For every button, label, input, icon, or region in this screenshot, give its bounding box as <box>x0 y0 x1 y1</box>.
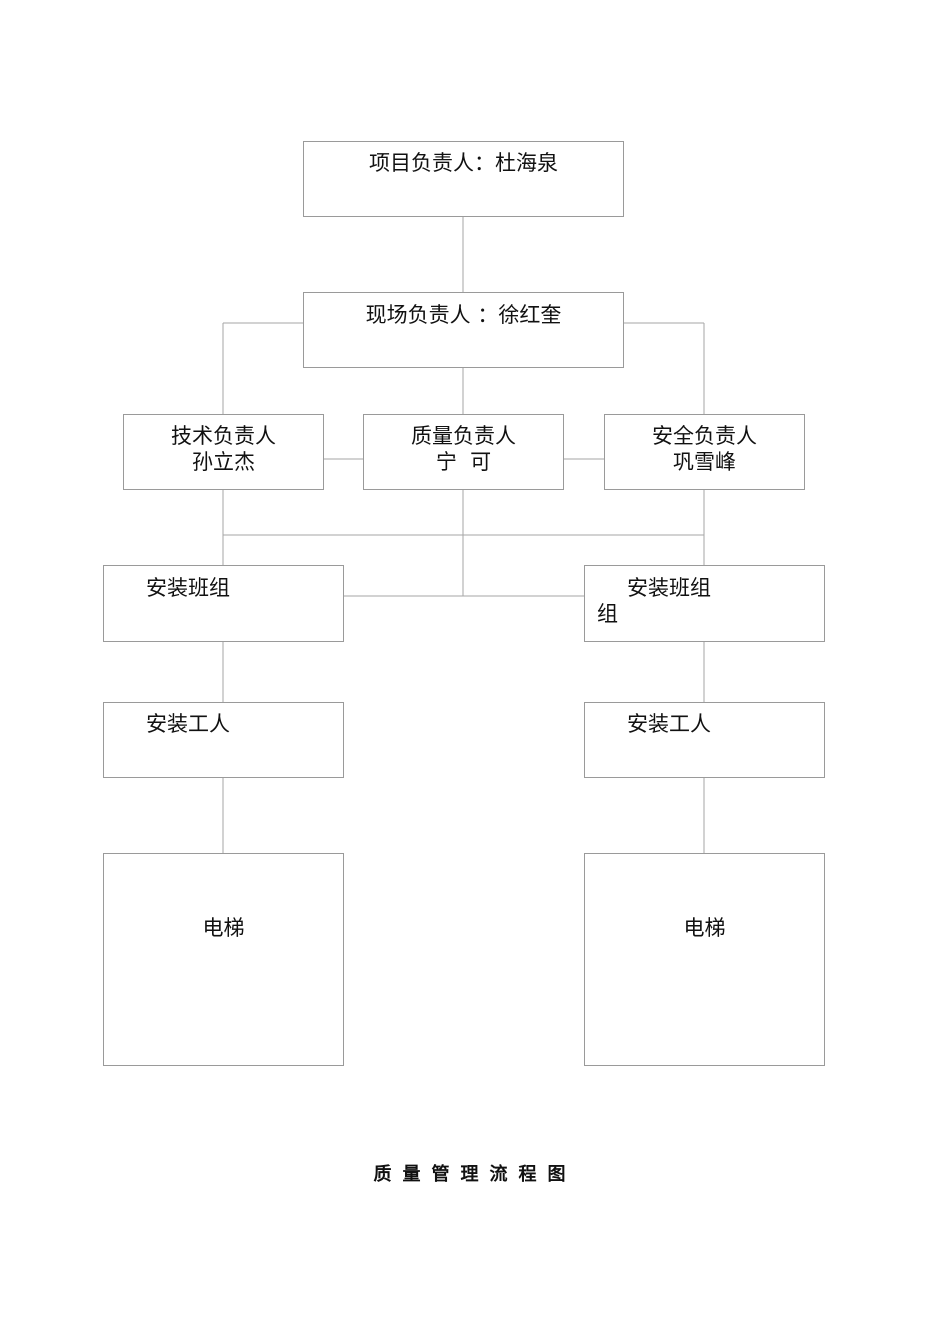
tech-lead-box: 技术负责人 孙立杰 <box>123 414 324 490</box>
quality-lead-name: 宁 可 <box>435 450 492 474</box>
install-team-left-box: 安装班组 <box>103 565 344 642</box>
safety-lead-name: 巩雪峰 <box>673 450 736 474</box>
installer-left-box: 安装工人 <box>103 702 344 778</box>
quality-lead-box: 质量负责人 宁 可 <box>363 414 564 490</box>
elevator-left-label: 电梯 <box>202 916 245 940</box>
installer-right-label: 安装工人 <box>627 712 711 736</box>
installer-left-label: 安装工人 <box>146 712 230 736</box>
elevator-left-box: 电梯 <box>103 853 344 1066</box>
safety-lead-title: 安全负责人 <box>652 424 757 448</box>
project-lead-box: 项目负责人：杜海泉 <box>303 141 624 217</box>
install-team-right-box: 安装班组 组 <box>584 565 825 642</box>
elevator-right-label: 电梯 <box>683 916 726 940</box>
tech-lead-name: 孙立杰 <box>192 450 255 474</box>
site-lead-label: 现场负责人 ：徐红奎 <box>365 303 562 327</box>
install-team-right-label: 安装班组 <box>627 576 711 600</box>
install-team-left-label: 安装班组 <box>146 576 230 600</box>
elevator-right-box: 电梯 <box>584 853 825 1066</box>
installer-right-box: 安装工人 <box>584 702 825 778</box>
site-lead-box: 现场负责人 ：徐红奎 <box>303 292 624 368</box>
diagram-caption: 质量管理流程图 <box>373 1164 577 1185</box>
install-team-right-wrap: 组 <box>597 602 618 626</box>
tech-lead-title: 技术负责人 <box>171 424 276 448</box>
project-lead-label: 项目负责人：杜海泉 <box>369 151 558 175</box>
safety-lead-box: 安全负责人 巩雪峰 <box>604 414 805 490</box>
quality-lead-title: 质量负责人 <box>411 424 516 448</box>
